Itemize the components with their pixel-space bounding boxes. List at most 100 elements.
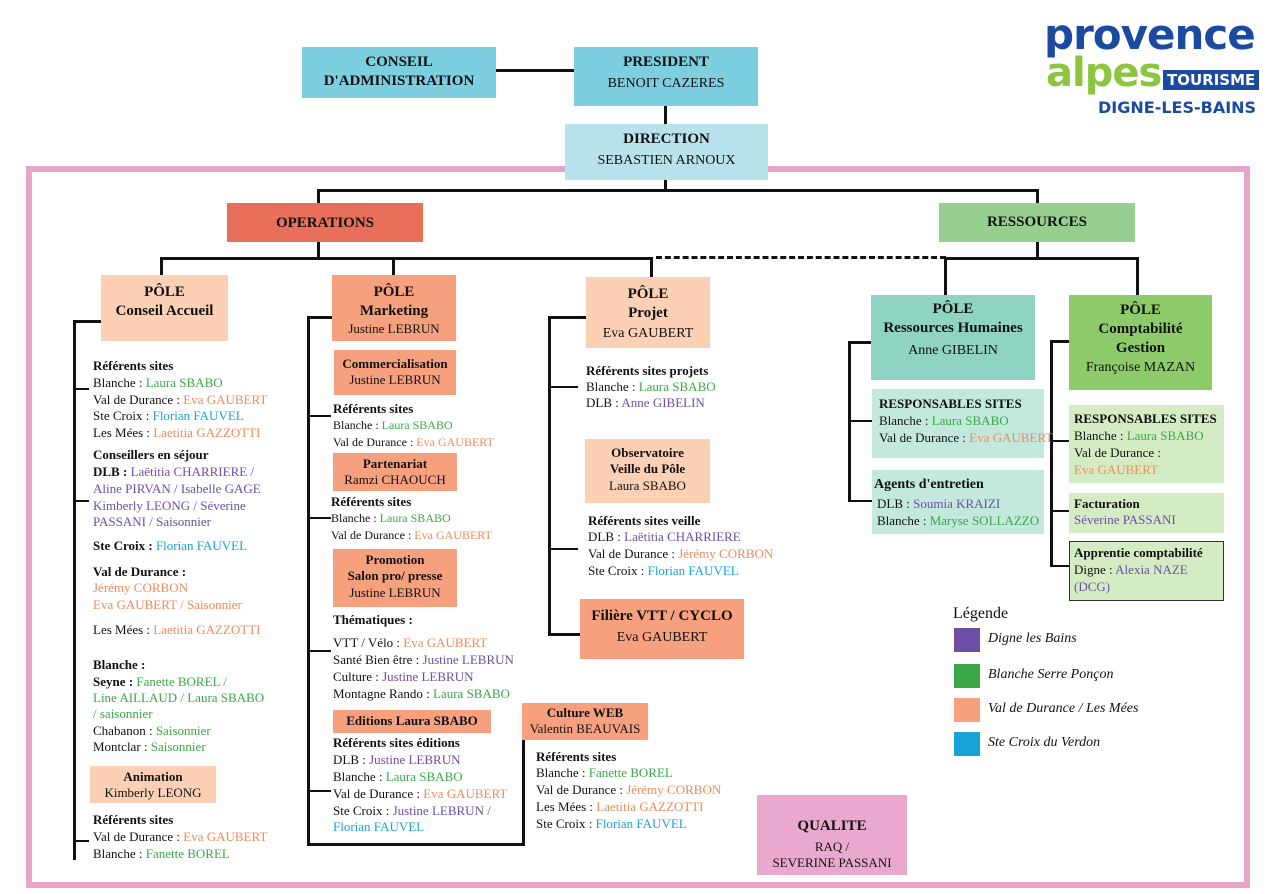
entry: DLB : Justine LEBRUN: [333, 751, 461, 768]
rh-agents-box: [872, 470, 1044, 534]
animation-title: Animation: [123, 769, 183, 784]
promotion-line2: Salon pro/ presse: [347, 568, 443, 584]
connector: [73, 320, 101, 323]
entry-label: Les Mées :: [93, 424, 154, 440]
entry: Culture : Justine LEBRUN: [333, 668, 473, 685]
connector: [944, 257, 1139, 260]
entry-name: Justine LEBRUN: [382, 669, 474, 684]
connector: [1050, 340, 1070, 343]
entry-label: Santé Bien être :: [333, 652, 423, 667]
accueil-seyne1: Seyne : Fanette BOREL /: [93, 673, 227, 690]
observatoire-line2: Veille du Pôle: [609, 461, 686, 477]
web-ref-title: Référents sites: [536, 749, 617, 764]
entry-name: Fanette BOREL: [588, 765, 673, 780]
entry: Blanche : Fanette BOREL: [93, 845, 230, 862]
pole-compta-box: PÔLE Comptabilité Gestion Françoise MAZA…: [1069, 295, 1212, 390]
pole-accueil-box: PÔLE Conseil Accueil: [101, 275, 228, 341]
direction-name: SEBASTIEN ARNOUX: [597, 152, 736, 168]
entry: Ste Croix : Florian FAUVEL: [93, 407, 244, 424]
conseil-line1: CONSEIL: [365, 54, 433, 70]
projet-ref-title: Référents sites projets: [586, 363, 709, 378]
connector: [1036, 242, 1039, 258]
name: Fanette BOREL /: [136, 674, 227, 689]
president-name: BENOIT CAZERES: [607, 75, 725, 91]
logo-alpes: alpes: [1046, 50, 1162, 96]
entry-label: DLB :: [586, 395, 622, 410]
thematiques-title: Thématiques :: [333, 612, 413, 627]
entry-name: Eva GAUBERT: [183, 391, 268, 407]
pole-projet-name: Eva GAUBERT: [602, 325, 694, 341]
entry-name: Soumia KRAIZI: [913, 496, 1001, 511]
entry-name: Jérémy CORBON: [626, 782, 722, 797]
name: Saisonnier: [155, 723, 211, 738]
qualite-line1: RAQ /: [814, 838, 850, 854]
entry-label: Blanche :: [93, 375, 146, 390]
rh-agents-title: Agents d'entretien: [874, 477, 984, 492]
accueil-seyne3: / saisonnier: [93, 706, 153, 721]
facturation-title: Facturation: [1074, 496, 1140, 511]
entry: Val de Durance : Eva GAUBERT: [333, 434, 494, 451]
qualite-line2: SEVERINE PASSANI: [772, 855, 892, 870]
accueil-dlb-line2: Aline PIRVAN / Isabelle GAGE: [93, 481, 261, 496]
connector: [1050, 565, 1070, 567]
rh-resp-title: RESPONSABLES SITES: [879, 396, 1022, 411]
pole-marketing-title: PÔLE: [373, 284, 415, 300]
label: Montclar :: [93, 739, 151, 754]
entry-name: Florian FAUVEL: [595, 816, 687, 831]
entry-label: Blanche :: [586, 379, 639, 394]
label: Blanche :: [1074, 428, 1127, 443]
entry: Val de Durance : Eva GAUBERT: [331, 527, 492, 544]
entry-name: Justine LEBRUN /: [392, 803, 491, 818]
entry-name: Laëtitia CHARRIERE: [624, 529, 741, 544]
entry-name: Laura SBABO: [931, 413, 1009, 428]
connector: [848, 420, 872, 422]
connector: [307, 517, 331, 519]
president-title: PRESIDENT: [623, 54, 709, 70]
connector: [664, 106, 667, 124]
connector: [650, 257, 653, 277]
ressources-box: RESSOURCES: [939, 203, 1135, 242]
entry-name: Justine LEBRUN: [369, 752, 461, 767]
entry-label: Val de Durance :: [588, 546, 679, 561]
apprentie-name2: (DCG): [1074, 579, 1111, 594]
entry-label: Ste Croix :: [536, 816, 596, 831]
entry: Val de Durance : Eva GAUBERT: [879, 429, 1053, 446]
pole-projet-box: PÔLE Projet Eva GAUBERT: [586, 277, 710, 348]
legend-title: Légende: [953, 605, 1009, 622]
logo-tourisme: TOURISME: [1163, 70, 1260, 90]
observatoire-name: Laura SBABO: [609, 477, 686, 493]
entry-name: Florian FAUVEL: [647, 563, 739, 578]
connector: [548, 548, 578, 550]
connector: [392, 257, 395, 275]
name: Laura SBABO: [1126, 428, 1204, 443]
animation-name: Kimberly LEONG: [104, 785, 202, 801]
apprentie-title: Apprentie comptabilité: [1074, 545, 1203, 560]
entry-name: Justine LEBRUN: [422, 652, 514, 667]
pole-rh-title: PÔLE: [932, 301, 974, 317]
entry: DLB : Laëtitia CHARRIERE: [588, 528, 741, 545]
qualite-box: QUALITE RAQ / SEVERINE PASSANI: [757, 795, 907, 875]
connector: [1136, 257, 1139, 295]
part-ref-title: Référents sites: [331, 494, 412, 509]
entry: Blanche : Laura SBABO: [333, 417, 453, 434]
pole-compta-title: PÔLE: [1120, 302, 1161, 318]
accueil-chabanon: Chabanon : Saisonnier: [93, 722, 211, 739]
dashed-connector: [656, 256, 946, 259]
entry: Blanche : Fanette BOREL: [536, 764, 673, 781]
compta-resp-blanche: Blanche : Laura SBABO: [1074, 427, 1204, 444]
connector: [1036, 189, 1039, 203]
conseil-administration-box: CONSEIL D'ADMINISTRATION: [302, 47, 496, 98]
entry: DLB : Soumia KRAIZI: [877, 495, 1000, 512]
entry-label: Montagne Rando :: [333, 686, 434, 701]
entry-label: Blanche :: [93, 846, 146, 861]
entry-label: Val de Durance :: [93, 829, 184, 844]
entry-label: Blanche :: [333, 418, 382, 432]
pole-rh-box: PÔLE Ressources Humaines Anne GIBELIN: [871, 295, 1035, 380]
entry: Val de Durance : Eva GAUBERT: [93, 828, 267, 845]
vtt-name: Eva GAUBERT: [616, 629, 708, 645]
facturation-name: Séverine PASSANI: [1074, 512, 1176, 527]
entry-name: Fanette BOREL: [145, 846, 230, 861]
connector: [73, 388, 89, 390]
commercialisation-name: Justine LEBRUN: [349, 372, 441, 388]
accueil-dlb-line3: Kimberly LEONG / Séverine: [93, 498, 246, 513]
